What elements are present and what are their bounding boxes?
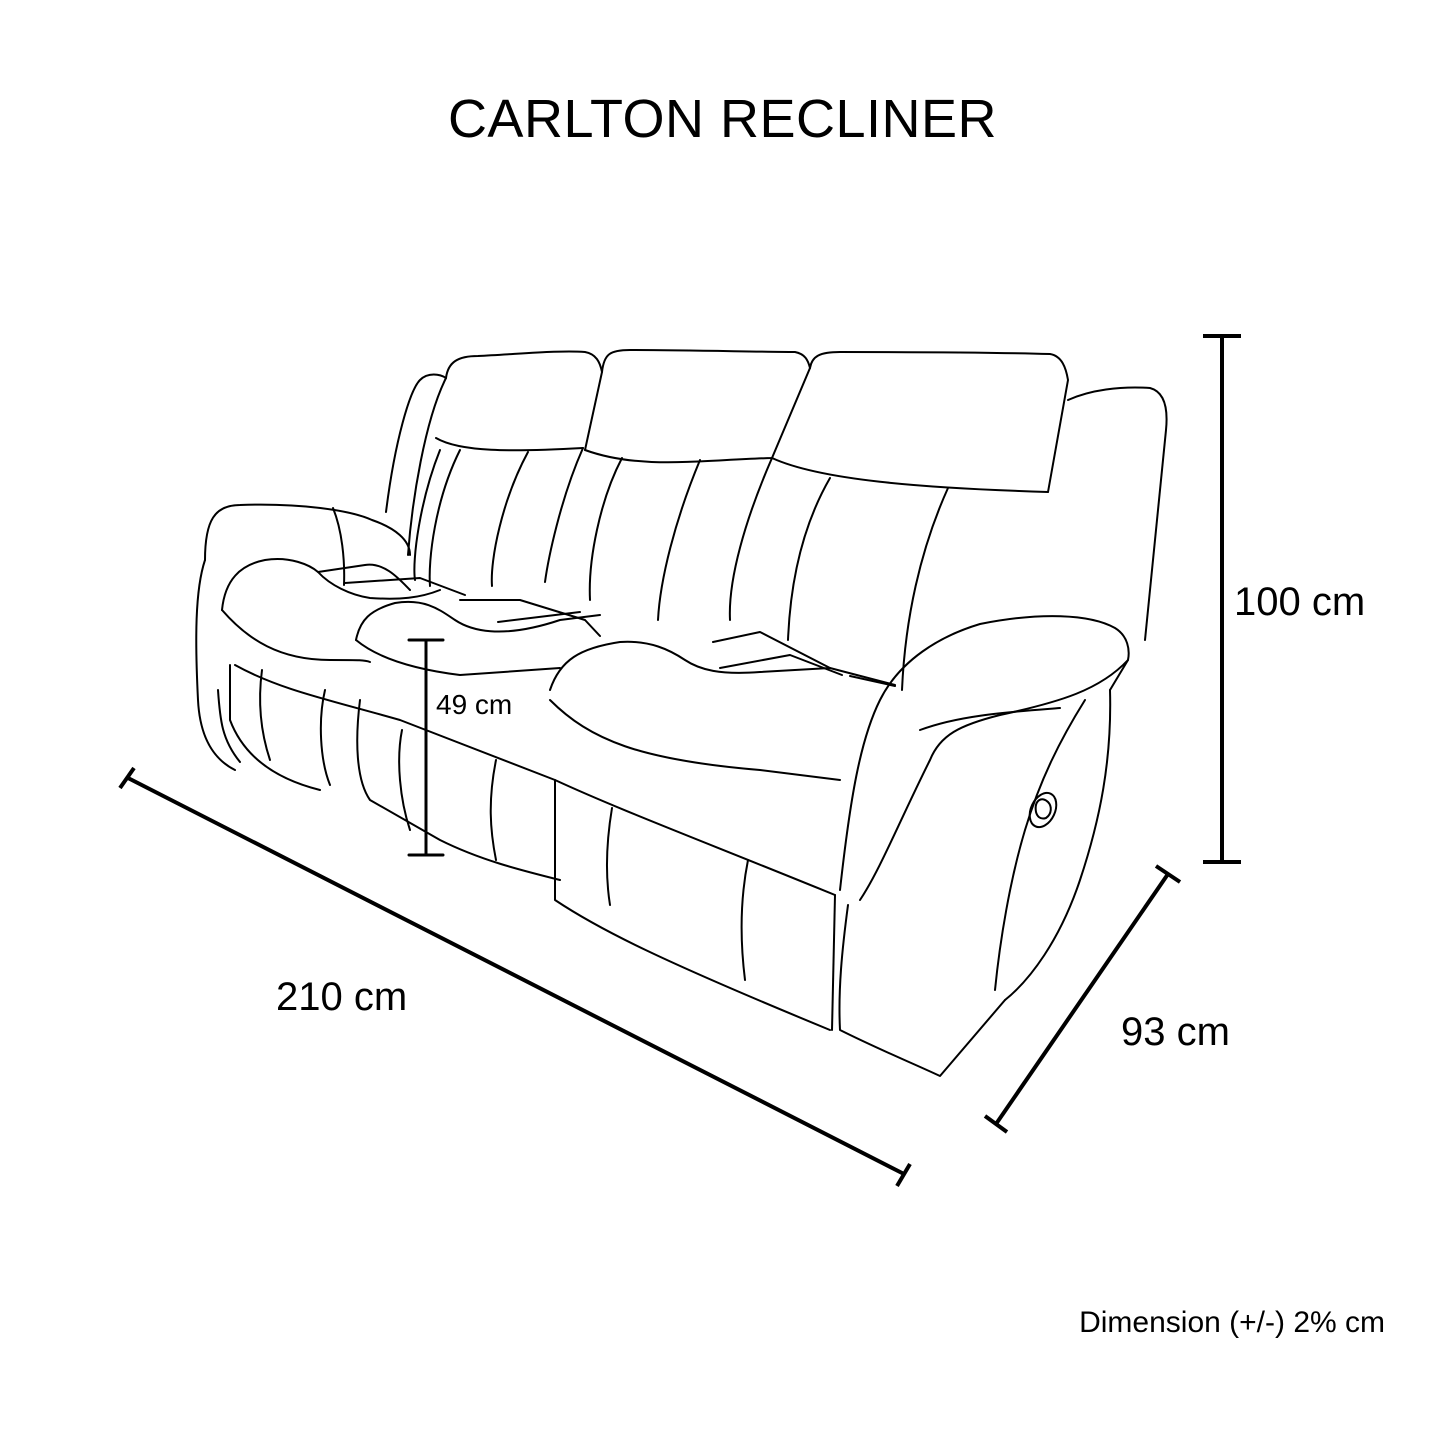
product-title: CARLTON RECLINER — [447, 89, 998, 149]
seat-height-dimension-line — [407, 638, 445, 857]
width-dimension-line — [118, 766, 912, 1188]
seat-height-label: 49 cm — [436, 689, 513, 720]
sofa-outline — [195, 349, 1168, 1077]
height-label: 100 cm — [1234, 580, 1366, 624]
depth-label: 93 cm — [1121, 1010, 1230, 1054]
height-dimension-line — [1203, 334, 1241, 864]
dimension-tolerance-note: Dimension (+/-) 2% cm — [1079, 1306, 1385, 1339]
width-label: 210 cm — [276, 975, 408, 1019]
depth-dimension-line — [983, 864, 1182, 1134]
